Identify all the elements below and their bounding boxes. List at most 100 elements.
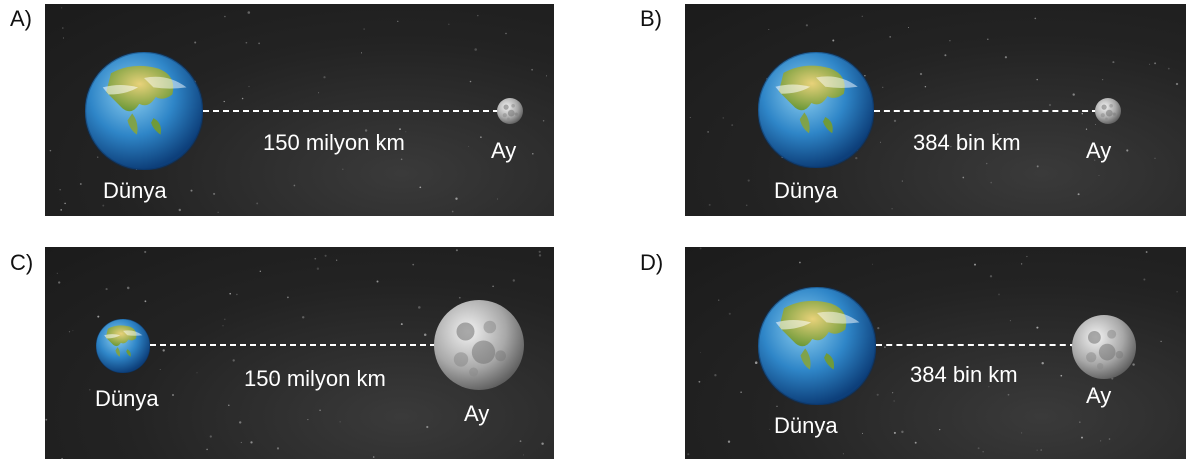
star [891,207,893,210]
star [855,156,858,160]
star [376,280,379,283]
star [455,249,458,252]
star [196,372,198,374]
star [360,52,363,54]
star [699,352,701,354]
earth-label: Dünya [774,178,838,203]
star [901,430,904,434]
star [805,24,808,27]
star [159,369,161,371]
star [1094,159,1096,161]
starfield [49,7,548,213]
star [1034,17,1037,20]
star [1041,361,1044,365]
star [1111,377,1114,380]
star [864,75,866,77]
star [919,72,923,76]
star [64,202,66,205]
star [1077,193,1080,196]
star [1040,449,1042,451]
star [58,281,61,284]
star [1060,374,1063,377]
star [924,85,927,88]
star [400,323,403,326]
star [1092,392,1095,395]
star [1079,421,1081,423]
star [339,421,341,423]
panel-option-b[interactable]: 384 bin km Dünya Ay [685,4,1186,216]
moon-label: Ay [1086,383,1112,408]
star [962,176,965,179]
panel-option-c[interactable]: 150 milyon km Dünya Ay [45,247,554,459]
star [541,442,544,445]
star [399,128,401,130]
star [217,211,219,213]
star [62,37,64,39]
star [717,299,720,301]
star [798,261,801,264]
star [1098,175,1100,177]
star [1021,432,1023,434]
star [272,376,275,379]
star [240,441,242,444]
star [259,270,261,272]
star [893,431,896,434]
star [480,136,482,138]
star [458,296,461,299]
star [988,386,990,388]
star [754,361,758,364]
star [914,441,917,444]
star [49,149,52,152]
star [59,189,61,191]
star [950,146,952,148]
earth-label: Dünya [103,178,167,203]
star [228,404,230,406]
star [996,133,999,135]
star [842,453,844,455]
star [1101,78,1104,81]
star [882,86,884,88]
panel-option-d[interactable]: 384 bin km Dünya Ay [685,247,1186,459]
panel-option-a[interactable]: 150 milyon km Dünya Ay [45,4,554,216]
star [977,447,980,450]
star [236,293,238,296]
star [769,428,771,430]
star [987,38,989,40]
star [477,14,479,17]
star [60,209,63,211]
star [728,312,731,315]
star [689,116,691,119]
earth-icon [758,52,874,168]
star [45,418,48,421]
star [162,349,165,352]
star [223,100,225,103]
star [323,76,326,79]
starfield [45,249,544,459]
star [982,451,984,453]
star [405,131,407,133]
star [1009,320,1011,322]
star [1048,103,1052,107]
moon-icon [434,300,524,390]
star [318,92,320,94]
star [1176,291,1178,293]
star [989,275,993,278]
moon-label: Ay [1086,138,1112,163]
star [519,440,522,443]
star [505,32,507,35]
star [876,393,879,396]
starfield [689,15,1179,210]
star [238,421,242,424]
star [336,259,338,261]
distance-line [150,344,436,346]
moon-icon [1095,98,1121,124]
star [776,405,778,407]
star [1015,148,1017,151]
star [144,300,147,303]
star [368,149,370,151]
star [61,7,63,9]
earth-label: Dünya [774,413,838,438]
option-letter-a: A) [10,6,32,31]
star [531,68,533,71]
star [419,186,422,189]
